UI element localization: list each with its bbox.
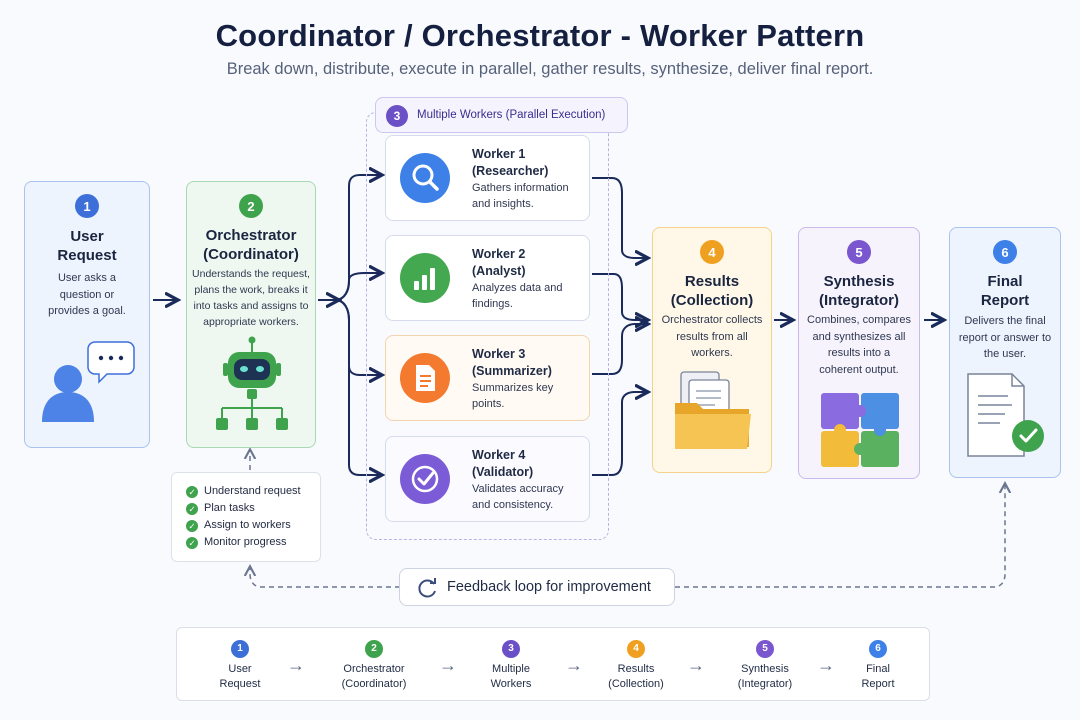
document-icon <box>400 353 450 403</box>
orchestrator-checklist: ✓Understand request ✓Plan tasks ✓Assign … <box>171 472 321 562</box>
worker-title: Worker 1(Researcher) <box>472 147 549 178</box>
worker-desc: Analyzes data and findings. <box>472 282 563 310</box>
worker-card-validator: Worker 4(Validator) Validates accuracy a… <box>385 436 590 522</box>
arrow-to-worker-4 <box>334 299 381 475</box>
folder-with-documents-icon <box>675 371 751 449</box>
worker-title: Worker 3(Summarizer) <box>472 347 552 378</box>
step-badge: 5 <box>847 240 871 264</box>
orchestrator-card: 2 Orchestrator(Coordinator) Understands … <box>186 181 316 448</box>
feedback-line-from-final <box>675 484 1005 588</box>
synthesis-card: 5 Synthesis(Integrator) Combines, compar… <box>798 227 920 479</box>
arrow-worker-1-to-results <box>592 177 647 258</box>
summary-step: 5 Synthesis(Integrator) <box>710 638 820 692</box>
checklist-item: ✓Understand request <box>186 485 301 498</box>
summary-step: 2 Orchestrator(Coordinator) <box>319 638 429 692</box>
arrow-right-icon: → <box>439 655 457 675</box>
user-request-desc: User asks a question or provides a goal. <box>48 272 126 317</box>
arrow-worker-4-to-results <box>592 392 647 476</box>
step-badge: 2 <box>239 194 263 218</box>
step-badge: 6 <box>993 240 1017 264</box>
check-icon: ✓ <box>186 503 198 515</box>
results-card: 4 Results(Collection) Orchestrator colle… <box>652 227 772 473</box>
arrow-worker-2-to-results <box>592 273 647 320</box>
step-badge: 3 <box>386 105 408 127</box>
worker-desc: Validates accuracy and consistency. <box>472 483 564 511</box>
arrow-worker-3-to-results <box>592 324 647 375</box>
workers-group-header: 3 Multiple Workers (Parallel Execution) <box>375 97 628 133</box>
results-desc: Orchestrator collects results from all w… <box>661 314 763 359</box>
orchestrator-title: Orchestrator(Coordinator) <box>203 227 299 263</box>
puzzle-pieces-icon <box>821 393 899 467</box>
worker-desc: Summarizes key points. <box>472 382 554 410</box>
feedback-loop: Feedback loop for improvement <box>399 568 675 606</box>
arrow-right-icon: → <box>687 655 705 675</box>
final-report-desc: Delivers the final report or answer to t… <box>958 315 1052 360</box>
search-icon <box>400 153 450 203</box>
feedback-label: Feedback loop for improvement <box>447 579 651 595</box>
check-icon: ✓ <box>186 520 198 532</box>
robot-coordinator-icon <box>216 336 288 430</box>
results-title: Results(Collection) <box>670 273 754 309</box>
user-with-speech-bubble-icon <box>42 341 135 422</box>
arrow-right-icon: → <box>565 655 583 675</box>
arrow-right-icon: → <box>287 655 305 675</box>
arrow-right-icon: → <box>817 655 835 675</box>
worker-card-researcher: Worker 1(Researcher) Gathers information… <box>385 135 590 221</box>
checklist-item: ✓Monitor progress <box>186 536 287 549</box>
arrow-to-worker-2 <box>334 273 381 301</box>
synthesis-title: Synthesis(Integrator) <box>819 273 899 309</box>
checklist-item: ✓Assign to workers <box>186 519 291 532</box>
refresh-icon <box>418 578 436 598</box>
summary-step: 4 Results(Collection) <box>581 638 691 692</box>
check-icon: ✓ <box>186 486 198 498</box>
diagram-title: Coordinator / Orchestrator - Worker Patt… <box>215 18 865 53</box>
worker-card-analyst: Worker 2(Analyst) Analyzes data and find… <box>385 235 590 321</box>
diagram-subtitle: Break down, distribute, execute in paral… <box>226 60 874 78</box>
feedback-arrow-to-checklist <box>250 567 400 588</box>
worker-desc: Gathers information and insights. <box>472 182 569 210</box>
synthesis-desc: Combines, compares and synthesizes all r… <box>807 314 911 376</box>
worker-title: Worker 4(Validator) <box>472 448 534 479</box>
checklist-item: ✓Plan tasks <box>186 502 255 515</box>
worker-card-summarizer: Worker 3(Summarizer) Summarizes key poin… <box>385 335 590 421</box>
step-badge: 4 <box>700 240 724 264</box>
check-circle-icon <box>400 454 450 504</box>
worker-title: Worker 2(Analyst) <box>472 247 526 278</box>
report-checkmark-icon <box>967 373 1044 457</box>
bar-chart-icon <box>400 253 450 303</box>
step-badge: 1 <box>75 194 99 218</box>
workers-group-label: Multiple Workers (Parallel Execution) <box>417 109 606 121</box>
check-icon: ✓ <box>186 537 198 549</box>
orchestrator-desc: Understands the request, plans the work,… <box>192 268 310 328</box>
